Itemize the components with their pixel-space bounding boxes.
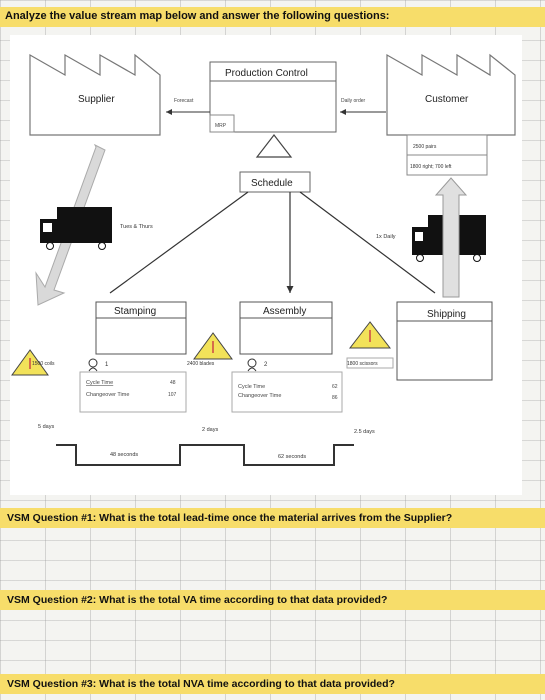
supplier-delivery-label: Tues & Thurs [120, 224, 153, 230]
forecast-label: Forecast [174, 98, 194, 104]
page-title: Analyze the value stream map below and a… [5, 10, 390, 22]
timeline-lt-1: 5 days [38, 424, 54, 430]
stamping-data-box [79, 371, 187, 413]
process-name-shipping: Shipping [427, 309, 466, 320]
timeline-ladder [56, 444, 354, 466]
stamping-cycle-value: 48 [170, 380, 176, 386]
assembly-data-box [231, 371, 343, 413]
inventory-triangle-raw [11, 349, 49, 376]
inventory-triangle-finished [348, 321, 392, 349]
production-control-label: Production Control [225, 68, 308, 79]
mrp-label: MRP [215, 123, 227, 129]
timeline-va-2: 62 seconds [278, 454, 306, 460]
value-stream-map-drawing: Supplier Production Control MRP Customer… [11, 53, 516, 466]
question-1: VSM Question #1: What is the total lead-… [7, 512, 452, 524]
value-stream-map: Supplier Production Control MRP Customer… [10, 35, 522, 495]
inventory-triangle-wip [193, 332, 233, 360]
question-3-label: VSM Question #3: [7, 678, 97, 690]
customer-delivery-label: 1x Daily [376, 234, 396, 240]
supplier-truck-icon [40, 207, 112, 250]
process-name-stamping: Stamping [114, 306, 156, 317]
customer-shipment-arrow [434, 177, 468, 298]
inventory-raw-label: 1500 coils [32, 361, 55, 367]
process-name-assembly: Assembly [263, 306, 306, 317]
stamping-operators: 1 [105, 362, 109, 368]
stamping-changeover-label: Changeover Time [86, 392, 129, 398]
assembly-operators: 2 [264, 362, 268, 368]
question-2-label: VSM Question #2: [7, 594, 97, 606]
assembly-changeover-label: Changeover Time [238, 393, 281, 399]
process-box-shipping [396, 301, 493, 381]
timeline-va-1: 48 seconds [110, 452, 138, 458]
customer-demand-split: 1800 right; 700 left [410, 164, 452, 170]
inventory-finished-label: 1800 scissors [347, 361, 378, 367]
stamping-cycle-label: Cycle Time [86, 380, 113, 386]
supplier-factory-icon [29, 53, 161, 136]
daily-order-label: Daily order [341, 98, 366, 104]
process-box-stamping [95, 301, 187, 355]
schedule-label: Schedule [251, 178, 293, 189]
question-2: VSM Question #2: What is the total VA ti… [7, 594, 387, 606]
question-3-highlight [0, 674, 545, 694]
question-1-highlight [0, 508, 545, 528]
question-1-text: What is the total lead-time once the mat… [96, 512, 453, 524]
question-1-label: VSM Question #1: [7, 512, 97, 524]
assembly-cycle-label: Cycle Time [238, 384, 265, 390]
schedule-box [239, 171, 311, 193]
customer-label: Customer [425, 94, 469, 105]
question-2-highlight [0, 590, 545, 610]
assembly-cycle-value: 62 [332, 384, 338, 390]
customer-factory-icon [386, 53, 516, 136]
inventory-wip-label: 2400 blades [187, 361, 215, 367]
supplier-label: Supplier [78, 94, 115, 105]
timeline-lt-3: 2.5 days [354, 429, 375, 435]
header-highlight [0, 7, 545, 27]
question-2-text: What is the total VA time according to t… [96, 594, 388, 606]
question-3: VSM Question #3: What is the total NVA t… [7, 678, 395, 690]
question-3-text: What is the total NVA time according to … [96, 678, 395, 690]
customer-demand-pairs: 2500 pairs [413, 144, 437, 150]
timeline-lt-2: 2 days [202, 427, 218, 433]
process-box-assembly [239, 301, 333, 355]
stamping-changeover-value: 107 [168, 392, 177, 398]
assembly-changeover-value: 86 [332, 395, 338, 401]
